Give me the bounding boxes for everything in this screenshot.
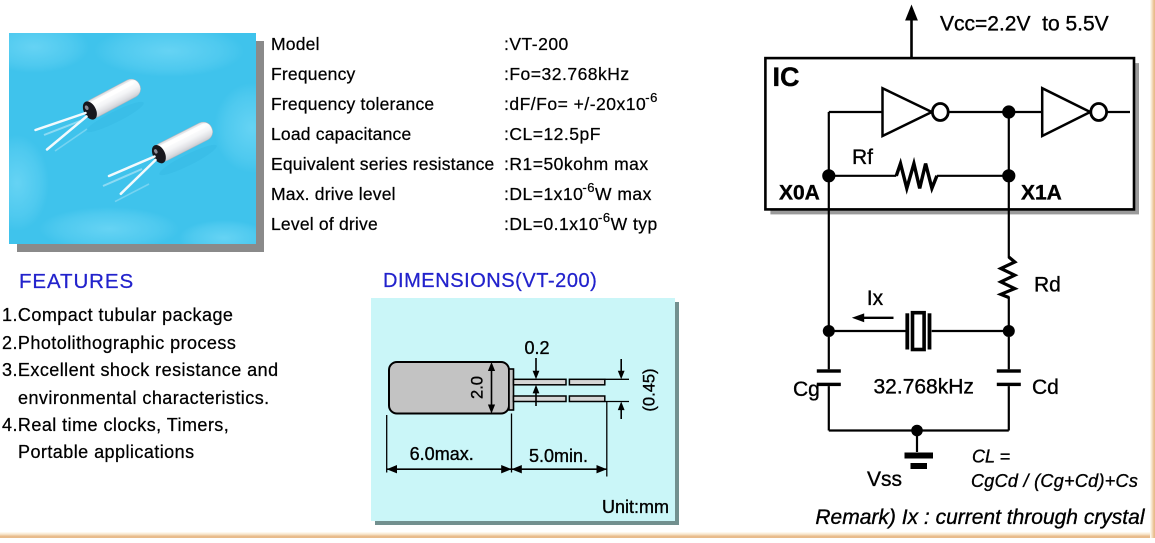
svg-text:Vcc=2.2V to 5.5V: Vcc=2.2V to 5.5V bbox=[940, 13, 1109, 36]
svg-text:Rf: Rf bbox=[852, 146, 873, 169]
svg-text:CgCd / (Cg+Cd)+Cs: CgCd / (Cg+Cd)+Cs bbox=[971, 471, 1138, 491]
svg-text:CL =: CL = bbox=[972, 447, 1010, 467]
svg-text:2.0: 2.0 bbox=[468, 376, 486, 399]
svg-text:X0A: X0A bbox=[779, 182, 820, 205]
svg-text:Cg: Cg bbox=[793, 378, 820, 401]
svg-text:6.0max.: 6.0max. bbox=[410, 444, 474, 464]
svg-text:32.768kHz: 32.768kHz bbox=[874, 376, 974, 399]
svg-text:Rd: Rd bbox=[1034, 274, 1061, 297]
svg-text:Ix: Ix bbox=[867, 287, 884, 310]
svg-text:0.2: 0.2 bbox=[524, 338, 549, 358]
svg-text:X1A: X1A bbox=[1021, 182, 1062, 205]
svg-text:(0.45): (0.45) bbox=[640, 368, 658, 411]
svg-text:5.0min.: 5.0min. bbox=[529, 446, 588, 466]
svg-text:Cd: Cd bbox=[1032, 376, 1059, 399]
svg-text:IC: IC bbox=[773, 62, 800, 92]
svg-text:Vss: Vss bbox=[867, 468, 902, 491]
svg-text:Remark) Ix : current through c: Remark) Ix : current through crystal bbox=[815, 506, 1145, 529]
svg-text:Unit:mm: Unit:mm bbox=[602, 497, 669, 517]
